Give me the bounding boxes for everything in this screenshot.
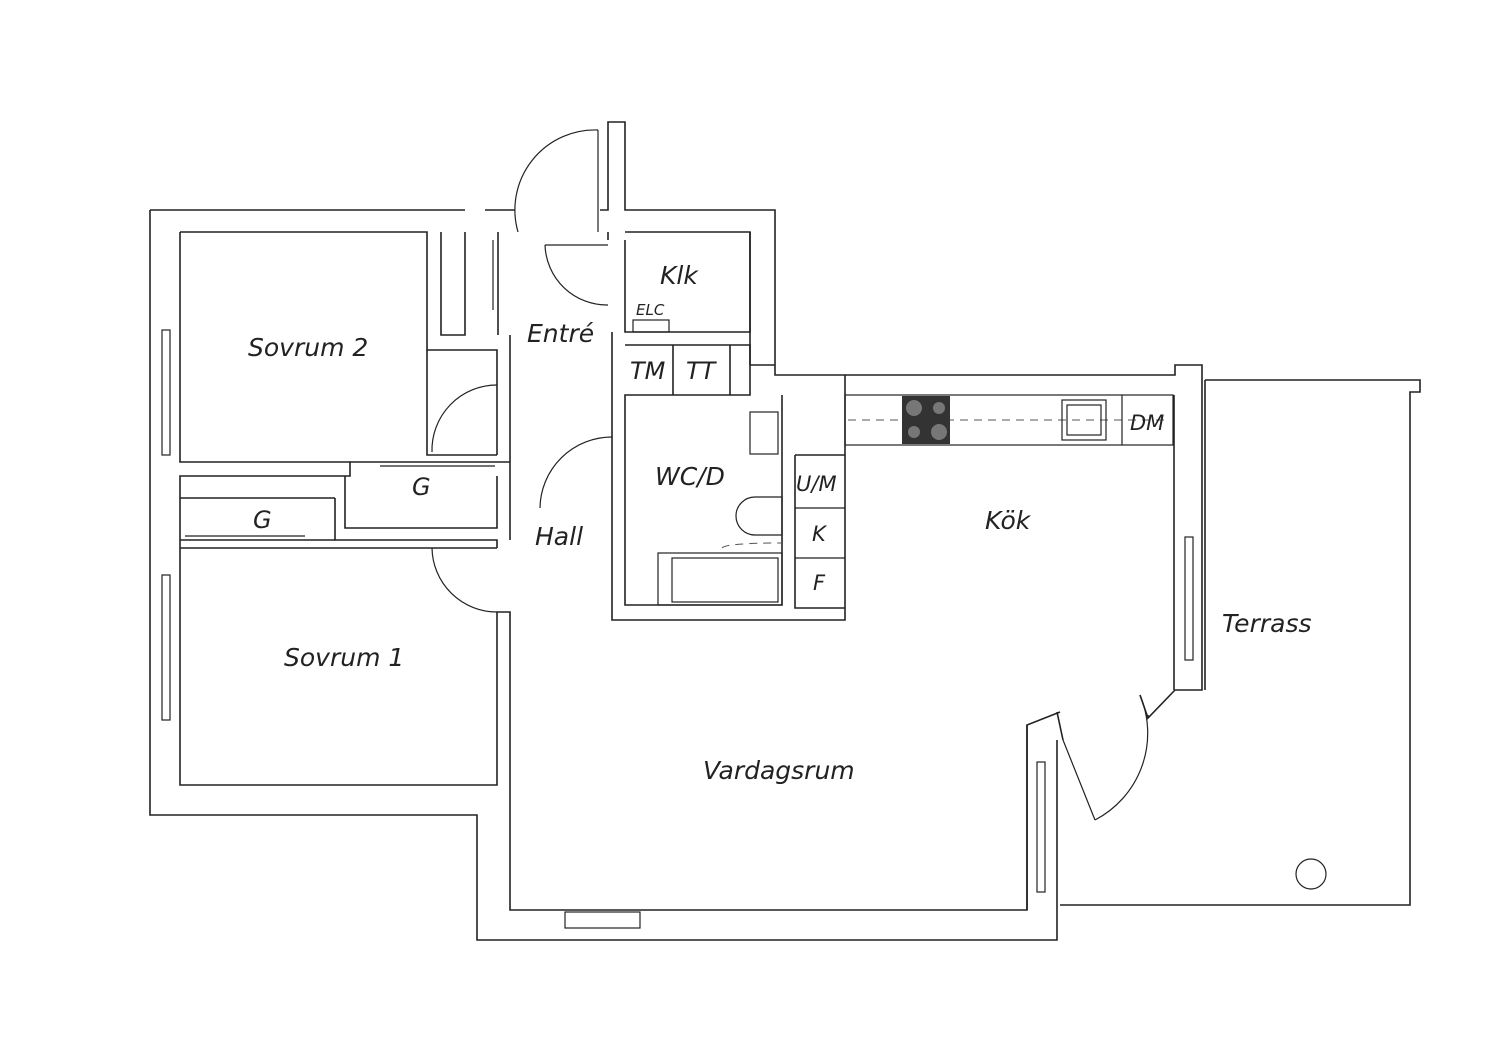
label-terrass: Terrass	[1222, 609, 1312, 638]
windows	[161, 329, 1194, 929]
label-tm: TM	[630, 357, 666, 385]
label-elc: ELC	[636, 301, 665, 319]
label-entre: Entré	[527, 319, 594, 348]
doors	[185, 129, 1149, 821]
label-um: U/M	[796, 472, 837, 496]
room-labels: Sovrum 2 Entré Klk ELC TM TT WC/D Hall G…	[248, 261, 1312, 785]
label-g-upper: G	[412, 473, 431, 501]
label-sovrum2: Sovrum 2	[248, 333, 368, 362]
label-wc: WC/D	[655, 462, 725, 491]
wc-sink	[749, 411, 779, 455]
drain-icon	[1295, 858, 1327, 890]
label-k: K	[812, 522, 828, 546]
label-g-lower: G	[253, 506, 272, 534]
label-f: F	[813, 571, 826, 595]
label-vardagsrum: Vardagsrum	[703, 756, 855, 785]
label-sovrum1: Sovrum 1	[284, 643, 404, 672]
toilet	[735, 496, 783, 536]
kitchen-sink-icon	[1061, 399, 1107, 441]
label-dm: DM	[1130, 411, 1164, 435]
label-klk: Klk	[660, 261, 699, 290]
label-hall: Hall	[535, 522, 583, 551]
label-kok: Kök	[985, 506, 1032, 535]
bathtub	[657, 552, 783, 606]
fixtures	[632, 319, 1327, 890]
label-tt: TT	[686, 357, 718, 385]
